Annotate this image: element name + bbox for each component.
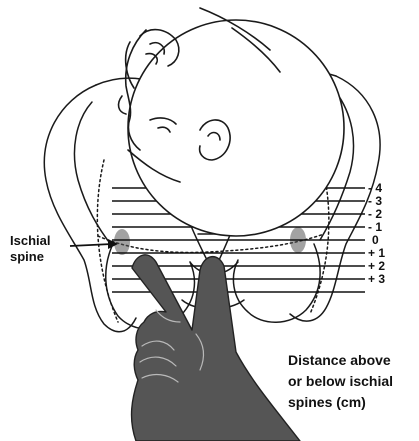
caption-line2: or below ischial (288, 373, 393, 389)
station-label: - 1 (368, 220, 382, 234)
station-label: 0 (372, 233, 379, 247)
station-label: + 1 (368, 246, 385, 260)
station-label: + 3 (368, 272, 385, 286)
ischial-spine-label-line2: spine (10, 249, 44, 264)
caption-line3: spines (cm) (288, 394, 366, 410)
ischial-spine-label-line1: Ischial (10, 233, 50, 248)
caption-line1: Distance above (288, 352, 391, 368)
station-label: - 3 (368, 194, 382, 208)
station-label: - 4 (368, 181, 382, 195)
station-label: - 2 (368, 207, 382, 221)
station-label: + 2 (368, 259, 385, 273)
